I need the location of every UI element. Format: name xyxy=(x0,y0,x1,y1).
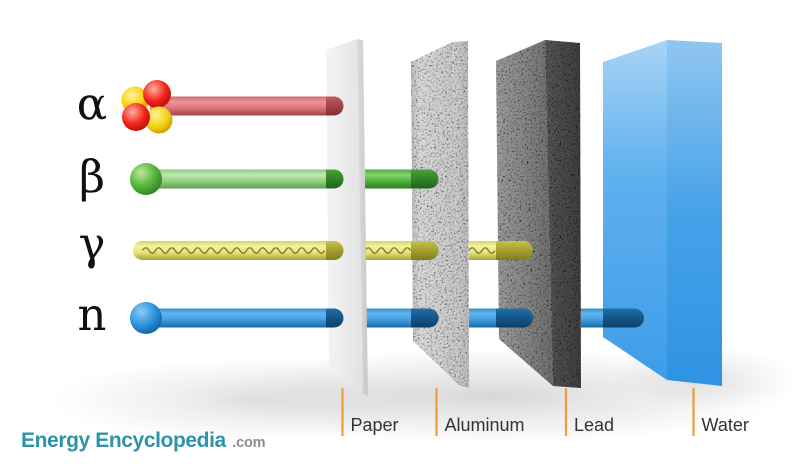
gamma-symbol: γ xyxy=(79,217,106,270)
gamma-stop-cap-lead xyxy=(496,241,533,260)
beam-caps xyxy=(326,96,644,328)
gamma-wave xyxy=(141,247,496,254)
gamma-through-cap-paper xyxy=(326,241,344,260)
neutron-stop-cap-water xyxy=(603,308,644,328)
paper-slab-edge xyxy=(357,39,368,396)
neutron-beam-segment-2 xyxy=(365,308,414,328)
barrier-label-paper: Paper xyxy=(351,415,399,435)
water-slab-front xyxy=(603,40,667,380)
neutron-through-cap-paper xyxy=(326,308,344,328)
aluminum-slab-side xyxy=(452,41,469,388)
aluminum-slab-front xyxy=(411,42,459,385)
neutron-beam-segment-4 xyxy=(581,308,606,328)
water-slab xyxy=(603,40,722,386)
beta-beam-segment-1 xyxy=(150,169,329,189)
neutron-beam-segment-1 xyxy=(150,308,329,328)
gamma-wave-segment-2 xyxy=(364,247,412,254)
beta-through-cap-paper xyxy=(326,169,344,189)
barrier-label-aluminum: Aluminum xyxy=(445,415,525,435)
neutron-through-cap-lead xyxy=(496,308,533,328)
lead-slab-front xyxy=(496,40,553,386)
alpha-symbol: α xyxy=(77,77,107,130)
gamma-through-cap-aluminum xyxy=(411,241,439,260)
neutron-particle-sphere xyxy=(130,302,162,334)
alpha-neutron-sphere xyxy=(143,80,171,108)
particle-icons xyxy=(121,80,173,334)
neutron-through-cap-aluminum xyxy=(411,308,439,328)
logo: Energy Encyclopedia .com xyxy=(21,429,265,452)
beta-beam-segment-2 xyxy=(365,169,414,189)
neutron-beam-segment-3 xyxy=(469,308,500,328)
lead-slab-side xyxy=(545,40,581,388)
beta-particle-sphere xyxy=(130,163,162,195)
barrier-label-water: Water xyxy=(702,415,749,435)
water-slab-side xyxy=(667,40,722,386)
particle-symbols: α β γ n xyxy=(77,77,107,341)
alpha-proton-sphere-2 xyxy=(145,106,173,134)
alpha-neutron-sphere-2 xyxy=(122,103,150,131)
beam-segments xyxy=(133,96,606,328)
paper-slab-front xyxy=(326,39,363,394)
lead-slab xyxy=(496,40,581,388)
alpha-stop-cap-paper xyxy=(326,96,344,116)
barrier-labels: Paper Aluminum Lead Water xyxy=(341,388,749,436)
gamma-wave-segment-1 xyxy=(141,247,326,254)
alpha-particle-icon xyxy=(121,80,173,134)
neutron-symbol: n xyxy=(78,288,107,341)
logo-brand-text: Energy Encyclopedia xyxy=(21,429,227,452)
barrier-label-lead: Lead xyxy=(574,415,614,435)
alpha-beam-segment xyxy=(150,96,329,116)
beta-stop-cap-aluminum xyxy=(411,169,439,189)
barrier-slabs xyxy=(326,39,722,396)
gamma-beam-segment-1 xyxy=(133,241,329,260)
gamma-beam-segment-2 xyxy=(365,241,414,260)
gamma-beam-segment-3 xyxy=(469,241,500,260)
gamma-wave-segment-3 xyxy=(468,247,496,254)
beta-symbol: β xyxy=(79,150,105,203)
logo-tld-text: .com xyxy=(232,435,265,451)
aluminum-slab xyxy=(411,41,469,388)
paper-slab xyxy=(326,39,368,396)
